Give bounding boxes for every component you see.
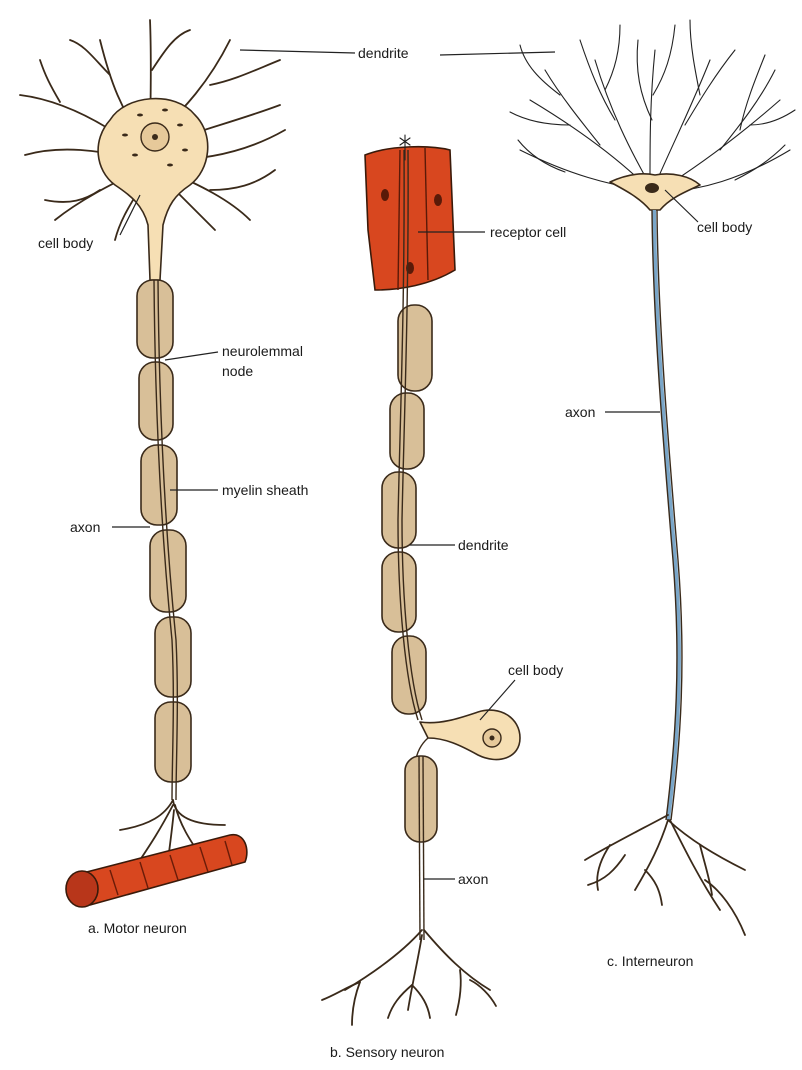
- label-neurolemmal-node-1: neurolemmal: [222, 343, 303, 359]
- sensory-dendrite: [381, 149, 433, 721]
- label-sensory-axon: axon: [458, 871, 488, 887]
- muscle-fiber: [65, 834, 248, 908]
- inter-terminals: [584, 814, 746, 936]
- motor-nucleolus: [152, 134, 158, 140]
- interneuron: [509, 19, 796, 936]
- label-dendrite-top: dendrite: [358, 45, 409, 61]
- sensory-axon: [404, 737, 438, 941]
- inter-cell-body: [609, 173, 701, 211]
- label-motor-cell-body: cell body: [38, 235, 93, 251]
- caption-interneuron: c. Interneuron: [607, 953, 693, 969]
- motor-neuron: [19, 19, 286, 908]
- caption-motor-neuron: a. Motor neuron: [88, 920, 187, 936]
- label-inter-axon: axon: [565, 404, 595, 420]
- inter-dendrites: [509, 19, 796, 193]
- label-neurolemmal-node-2: node: [222, 363, 253, 379]
- labels: dendrite cell body neurolemmal node myel…: [38, 45, 752, 887]
- label-sensory-cell-body: cell body: [508, 662, 563, 678]
- sensory-neuron: [321, 134, 521, 1026]
- label-sensory-dendrite: dendrite: [458, 537, 509, 553]
- receptor-cell: [364, 134, 456, 291]
- motor-granules: [122, 108, 188, 167]
- captions: a. Motor neuron b. Sensory neuron c. Int…: [88, 920, 693, 1060]
- caption-sensory-neuron: b. Sensory neuron: [330, 1044, 444, 1060]
- label-inter-cell-body: cell body: [697, 219, 752, 235]
- leader-lines: [112, 49, 699, 880]
- label-myelin-sheath: myelin sheath: [222, 482, 308, 498]
- motor-cell-body-shape: [97, 97, 209, 281]
- label-motor-axon: axon: [70, 519, 100, 535]
- motor-axon: [136, 279, 192, 801]
- sensory-cell-body: [419, 709, 521, 761]
- inter-axon: [651, 209, 683, 821]
- sensory-terminals: [321, 929, 497, 1026]
- label-receptor-cell: receptor cell: [490, 224, 566, 240]
